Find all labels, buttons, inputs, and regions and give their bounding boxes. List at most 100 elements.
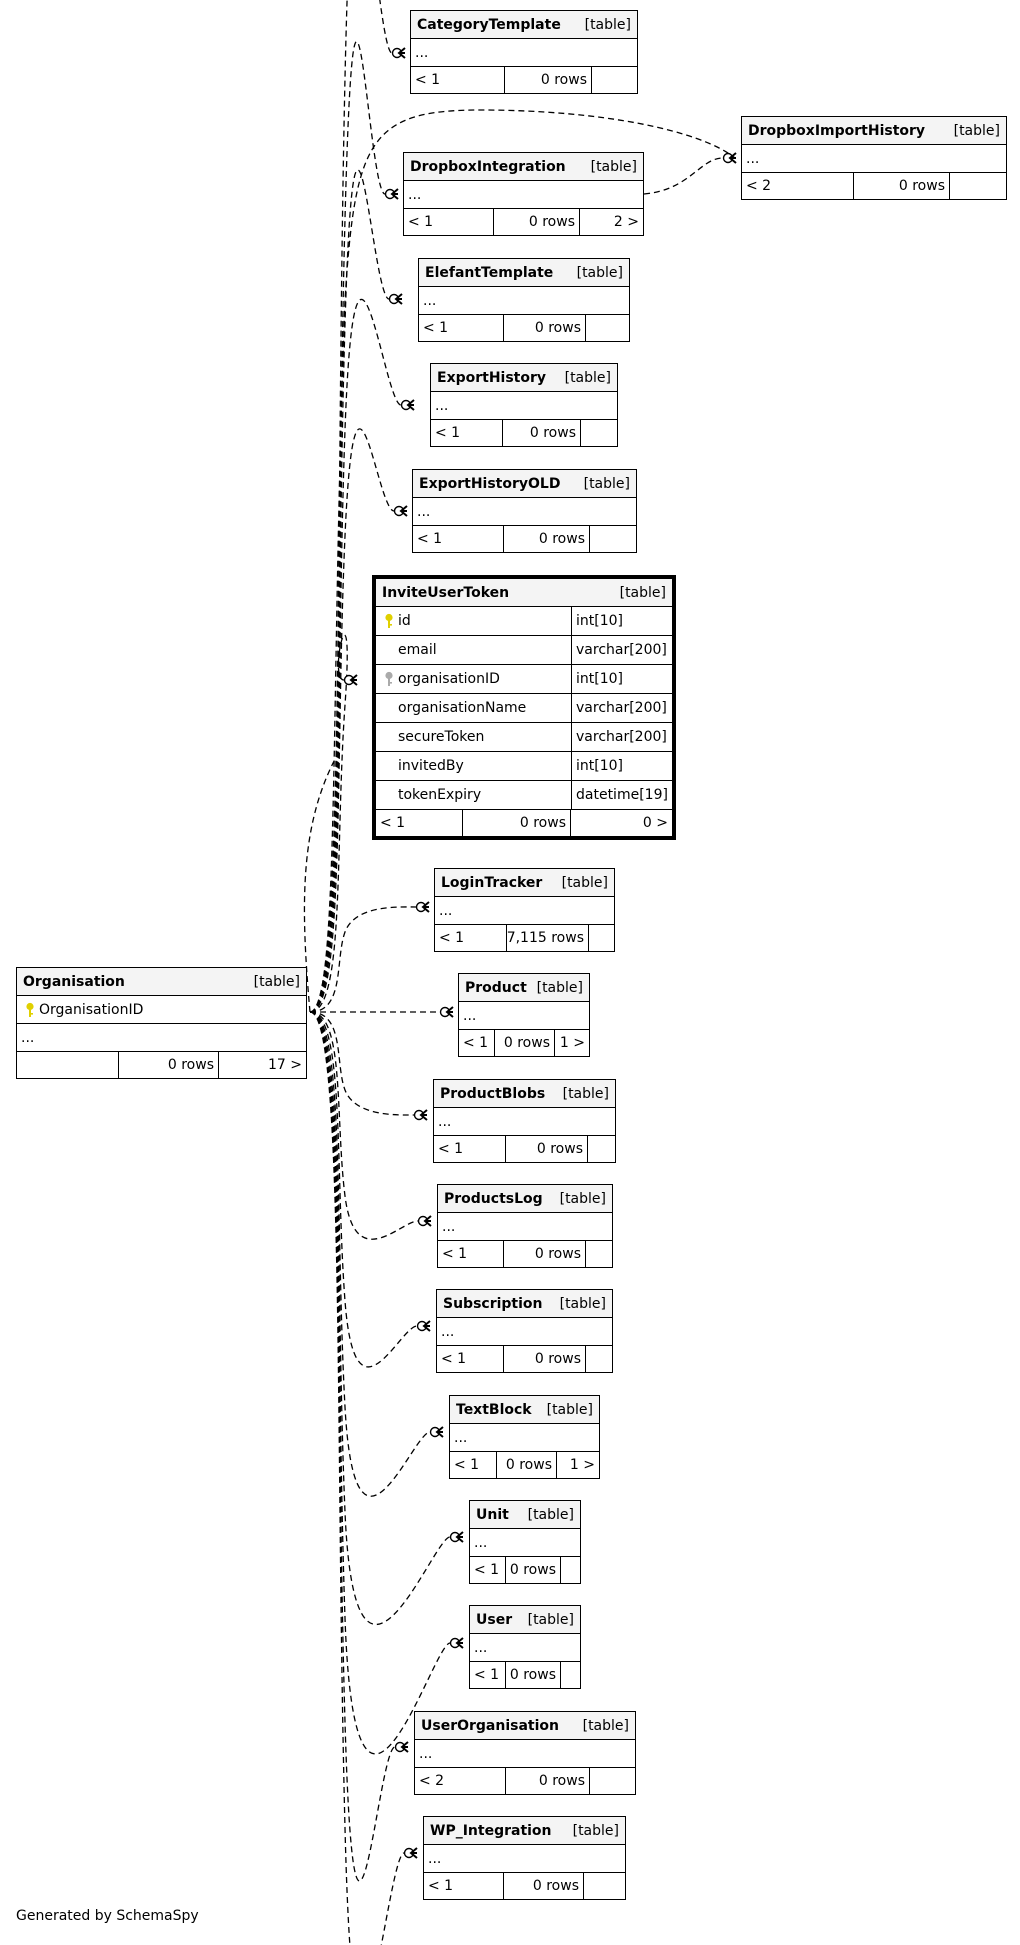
column-name: email bbox=[398, 642, 437, 658]
column-row: tokenExpiry datetime[19] bbox=[376, 781, 672, 810]
foreign-key-icon bbox=[380, 671, 398, 687]
ellipsis: ... bbox=[423, 292, 437, 309]
relationship-crowfoot bbox=[403, 1847, 418, 1859]
columns-collapsed: ... bbox=[431, 392, 617, 420]
table-type: [table] bbox=[572, 1822, 619, 1839]
primary-key-icon bbox=[380, 613, 398, 629]
table-footer: < 2 0 rows bbox=[742, 173, 1006, 199]
table-Product[interactable]: Product [table] ... < 1 0 rows 1 > bbox=[458, 973, 590, 1057]
table-footer: < 1 0 rows bbox=[419, 315, 629, 341]
ellipsis: ... bbox=[439, 902, 453, 919]
footer-children: < 1 bbox=[470, 1662, 506, 1688]
table-name: ProductsLog bbox=[444, 1190, 543, 1207]
footer-children: < 1 bbox=[470, 1557, 506, 1583]
table-type: [table] bbox=[562, 1085, 609, 1102]
footer-children: < 1 bbox=[424, 1873, 504, 1899]
table-footer: 0 rows 17 > bbox=[17, 1052, 306, 1078]
relationship-line bbox=[309, 0, 393, 1013]
table-footer: < 1 0 rows 1 > bbox=[459, 1030, 589, 1056]
footer-children: < 1 bbox=[431, 420, 503, 446]
ellipsis: ... bbox=[746, 150, 760, 167]
column-row: organisationID int[10] bbox=[376, 665, 672, 694]
footer-parents bbox=[589, 925, 614, 951]
relationship-line bbox=[309, 109, 736, 1013]
table-name: UserOrganisation bbox=[421, 1717, 559, 1734]
footer-children: < 1 bbox=[376, 810, 463, 836]
footer-parents bbox=[581, 420, 617, 446]
footer-rows: 0 rows bbox=[854, 173, 950, 199]
column-name: organisationID bbox=[398, 671, 500, 687]
ellipsis: ... bbox=[454, 1429, 468, 1446]
table-header: Unit [table] bbox=[470, 1501, 580, 1529]
ellipsis: ... bbox=[417, 503, 431, 520]
table-name: Unit bbox=[476, 1506, 509, 1523]
table-footer: < 1 0 rows bbox=[413, 526, 636, 552]
table-InviteUserToken[interactable]: InviteUserToken [table] id int[10]email … bbox=[372, 575, 676, 840]
relationship-crowfoot bbox=[393, 505, 408, 517]
footer-parents: 0 > bbox=[642, 815, 668, 831]
table-name: InviteUserToken bbox=[382, 584, 510, 601]
table-ProductsLog[interactable]: ProductsLog [table] ... < 1 0 rows bbox=[437, 1184, 613, 1268]
table-header: DropboxImportHistory [table] bbox=[742, 117, 1006, 145]
column-type: varchar[200] bbox=[576, 729, 667, 745]
table-ExportHistory[interactable]: ExportHistory [table] ... < 1 0 rows bbox=[430, 363, 618, 447]
table-type: [table] bbox=[561, 874, 608, 891]
footer-rows: 0 rows bbox=[495, 1030, 555, 1056]
table-type: [table] bbox=[253, 973, 300, 990]
table-name: Subscription bbox=[443, 1295, 543, 1312]
footer-children: < 1 bbox=[413, 526, 504, 552]
ellipsis: ... bbox=[21, 1029, 35, 1046]
table-header: ExportHistoryOLD [table] bbox=[413, 470, 636, 498]
table-header: Organisation [table] bbox=[17, 968, 306, 996]
table-DropboxIntegration[interactable]: DropboxIntegration [table] ... < 1 0 row… bbox=[403, 152, 644, 236]
ellipsis: ... bbox=[408, 186, 422, 203]
table-WP_Integration[interactable]: WP_Integration [table] ... < 1 0 rows bbox=[423, 1816, 626, 1900]
table-UserOrganisation[interactable]: UserOrganisation [table] ... < 2 0 rows bbox=[414, 1711, 636, 1795]
footer-parents bbox=[561, 1557, 580, 1583]
table-User[interactable]: User [table] ... < 1 0 rows bbox=[469, 1605, 581, 1689]
table-type: [table] bbox=[584, 16, 631, 33]
ellipsis: ... bbox=[415, 44, 429, 61]
footer-parents bbox=[588, 1136, 615, 1162]
table-TextBlock[interactable]: TextBlock [table] ... < 1 0 rows 1 > bbox=[449, 1395, 600, 1479]
footer-children: < 1 bbox=[435, 925, 507, 951]
table-type: [table] bbox=[559, 1295, 606, 1312]
footer-parents bbox=[590, 526, 636, 552]
table-LoginTracker[interactable]: LoginTracker [table] ... < 1 7,115 rows bbox=[434, 868, 615, 952]
relationship-crowfoot bbox=[343, 674, 358, 686]
table-name: WP_Integration bbox=[430, 1822, 552, 1839]
relationship-crowfoot bbox=[394, 1741, 409, 1753]
relationship-line bbox=[309, 299, 402, 1013]
table-name: ElefantTemplate bbox=[425, 264, 554, 281]
footer-rows: 7,115 rows bbox=[507, 925, 589, 951]
table-ProductBlobs[interactable]: ProductBlobs [table] ... < 1 0 rows bbox=[433, 1079, 616, 1163]
column-name: organisationName bbox=[398, 700, 527, 716]
table-header: LoginTracker [table] bbox=[435, 869, 614, 897]
table-footer: < 2 0 rows bbox=[415, 1768, 635, 1794]
ellipsis: ... bbox=[435, 397, 449, 414]
relationship-line bbox=[309, 1011, 405, 1945]
footer-rows: 0 rows bbox=[463, 810, 571, 836]
footer-rows: 0 rows bbox=[506, 1662, 561, 1688]
relationship-crowfoot bbox=[384, 188, 399, 200]
table-Subscription[interactable]: Subscription [table] ... < 1 0 rows bbox=[436, 1289, 613, 1373]
table-ExportHistoryOLD[interactable]: ExportHistoryOLD [table] ... < 1 0 rows bbox=[412, 469, 637, 553]
footer-rows: 0 rows bbox=[504, 1873, 584, 1899]
relationship-line bbox=[309, 1011, 431, 1497]
columns-collapsed: ... bbox=[17, 1024, 306, 1052]
table-type: [table] bbox=[953, 122, 1000, 139]
table-Unit[interactable]: Unit [table] ... < 1 0 rows bbox=[469, 1500, 581, 1584]
table-name: Organisation bbox=[23, 973, 125, 990]
ellipsis: ... bbox=[428, 1850, 442, 1867]
columns-collapsed: ... bbox=[435, 897, 614, 925]
table-header: User [table] bbox=[470, 1606, 580, 1634]
table-DropboxImportHistory[interactable]: DropboxImportHistory [table] ... < 2 0 r… bbox=[741, 116, 1007, 200]
table-header: Subscription [table] bbox=[437, 1290, 612, 1318]
table-CategoryTemplate[interactable]: CategoryTemplate [table] ... < 1 0 rows bbox=[410, 10, 638, 94]
table-ElefantTemplate[interactable]: ElefantTemplate [table] ... < 1 0 rows bbox=[418, 258, 630, 342]
primary-key-icon bbox=[21, 1002, 39, 1018]
footer-rows: 0 rows bbox=[494, 209, 580, 235]
table-Organisation[interactable]: Organisation [table] OrganisationID ... … bbox=[16, 967, 307, 1079]
relationship-crowfoot bbox=[722, 152, 737, 164]
relationship-line bbox=[643, 157, 724, 195]
